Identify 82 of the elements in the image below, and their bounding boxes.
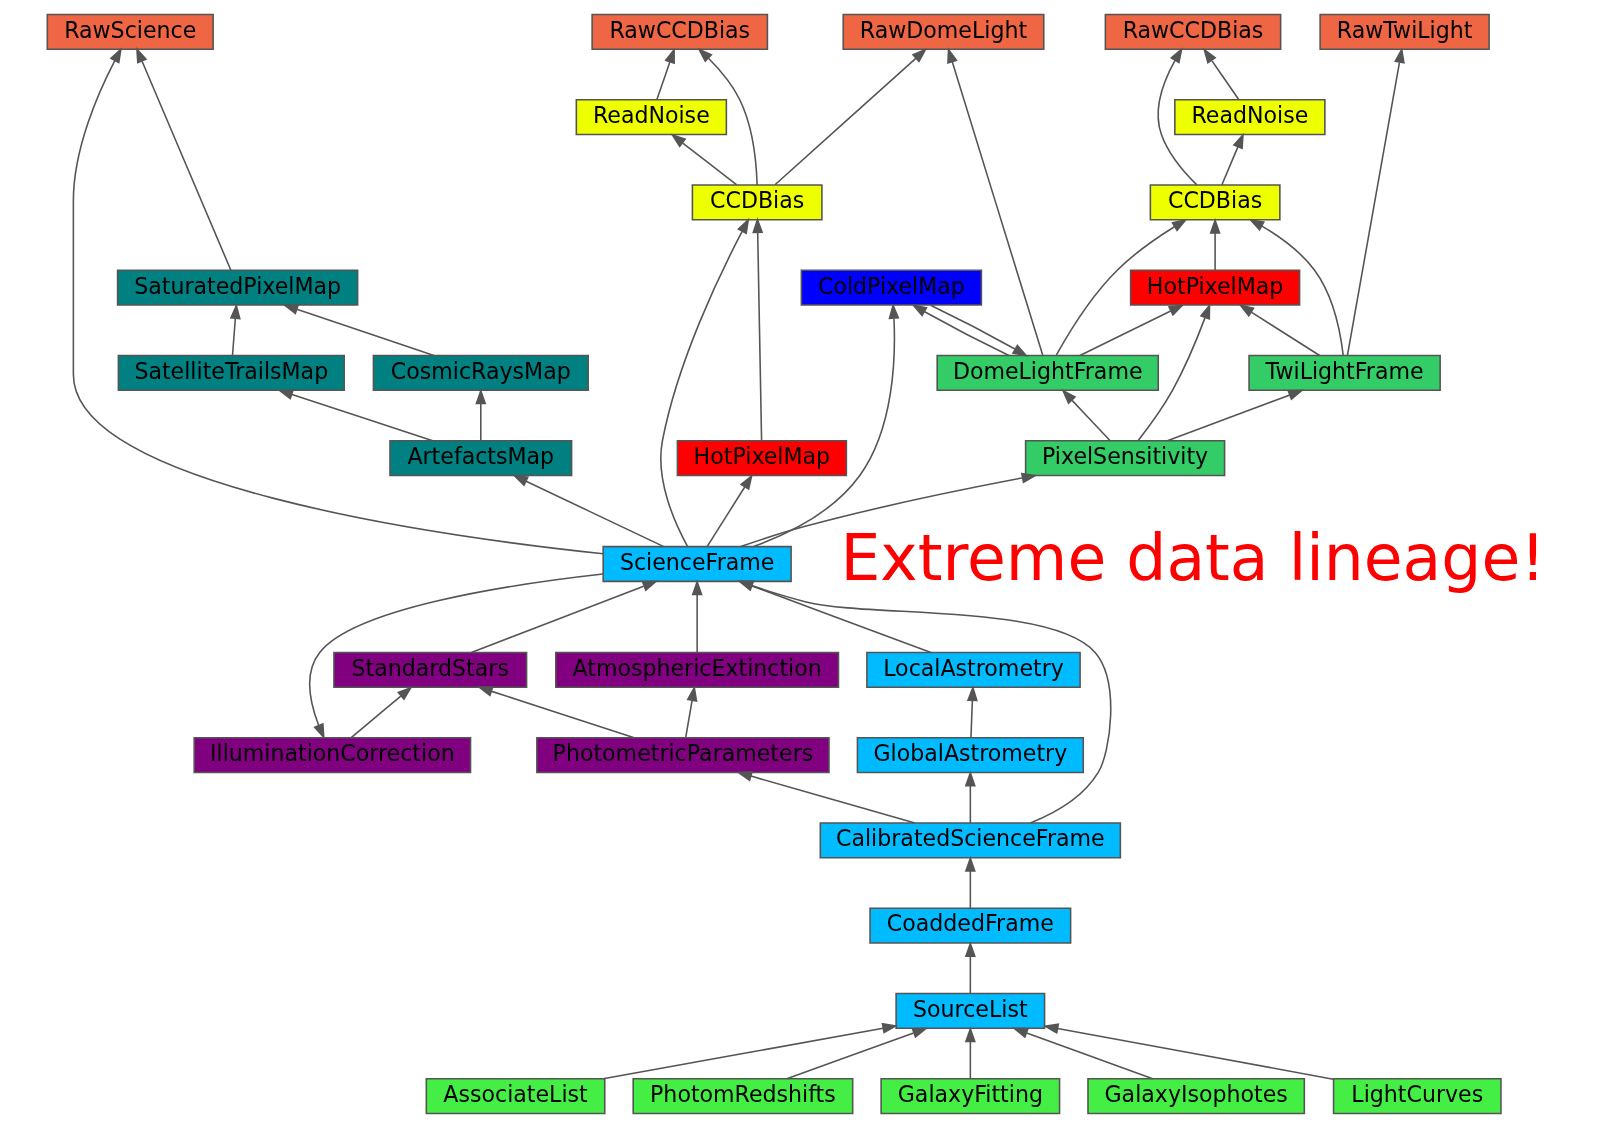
arrow [1136, 303, 1210, 442]
arrow [739, 472, 1037, 548]
node-box: IlluminationCorrection [192, 736, 471, 774]
arrow [1220, 132, 1244, 186]
arrow [696, 47, 758, 186]
arrow [282, 304, 435, 357]
arrow [964, 770, 976, 824]
node-box: StandardStars [332, 651, 527, 688]
arrow [470, 580, 658, 654]
arrow [706, 474, 753, 548]
arrow [601, 1022, 898, 1080]
arrow [691, 579, 703, 653]
arrow [966, 685, 978, 739]
node-box: RawCCDBias [1104, 13, 1281, 50]
arrow [751, 217, 763, 442]
arrow [1011, 1027, 1153, 1080]
arrow [1202, 47, 1240, 101]
arrow [1209, 217, 1221, 272]
node-box: RawCCDBias [590, 13, 768, 50]
arrow [308, 573, 604, 740]
arrow [946, 47, 1044, 357]
node-box: RawDomeLight [841, 13, 1045, 50]
node-box: CosmicRaysMap [372, 354, 589, 392]
arrow [1166, 389, 1304, 442]
node-box: LightCurves [1332, 1078, 1502, 1115]
node-box: AtmosphericExtinction [554, 651, 839, 688]
node-box: HotPixelMap [1129, 269, 1300, 306]
arrow [670, 133, 738, 186]
node-box: CCDBias [1149, 184, 1281, 221]
arrow [773, 48, 927, 186]
node-box: CoaddedFrame [868, 907, 1071, 944]
node-box: RawScience [46, 13, 214, 50]
arrow [135, 47, 232, 272]
arrow [349, 686, 413, 739]
arrow [1060, 389, 1111, 442]
arrow [1237, 304, 1320, 357]
arrow [752, 303, 899, 548]
node-box: RawTwiLight [1318, 13, 1490, 50]
arrow [964, 855, 976, 909]
node-box: DomeLightFrame [935, 354, 1159, 392]
node-box: CalibratedScienceFrame [819, 822, 1121, 859]
arrow [1346, 47, 1405, 357]
node-box: ScienceFrame [601, 545, 792, 583]
node-box: GalaxyFitting [879, 1078, 1060, 1115]
arrow [655, 47, 675, 101]
arrow [72, 47, 604, 555]
arrow [929, 304, 1028, 357]
node-box: PhotomRedshifts [631, 1078, 853, 1115]
node-box: ColdPixelMap [800, 269, 982, 306]
node-box: PhotometricParameters [535, 736, 830, 774]
node-box: SourceList [894, 992, 1045, 1030]
label: Extreme data lineage! [839, 520, 1546, 595]
node-box: HotPixelMap [676, 440, 847, 477]
arrow [659, 217, 749, 547]
arrow [1156, 47, 1198, 186]
arrow [1078, 304, 1184, 357]
node-box: AssociateList [425, 1078, 606, 1115]
arrow [1055, 218, 1188, 356]
node-box: CCDBias [691, 184, 823, 221]
arrow [1248, 218, 1344, 357]
node-box: SatelliteTrailsMap [117, 354, 345, 392]
arrow [684, 685, 697, 739]
arrow [910, 304, 1010, 357]
node-box: GalaxyIsophotes [1086, 1078, 1305, 1115]
arrow [229, 303, 241, 357]
node-box: SaturatedPixelMap [116, 269, 358, 306]
arrow [476, 686, 635, 739]
node-box: PixelSensitivity [1024, 440, 1225, 477]
arrow [276, 389, 433, 442]
node-box: LocalAstrometry [865, 651, 1081, 688]
node-box: ReadNoise [1173, 98, 1326, 136]
node-box: TwiLightFrame [1247, 354, 1441, 392]
arrow [735, 770, 916, 824]
arrow [785, 1027, 928, 1080]
arrow [1042, 1023, 1334, 1080]
arrow [511, 474, 665, 548]
arrow [964, 1026, 976, 1080]
node-box: ReadNoise [575, 98, 727, 136]
arrow [964, 941, 976, 995]
node-box: GlobalAstrometry [856, 736, 1084, 774]
node-box: ArtefactsMap [388, 440, 572, 477]
arrow [474, 388, 486, 442]
